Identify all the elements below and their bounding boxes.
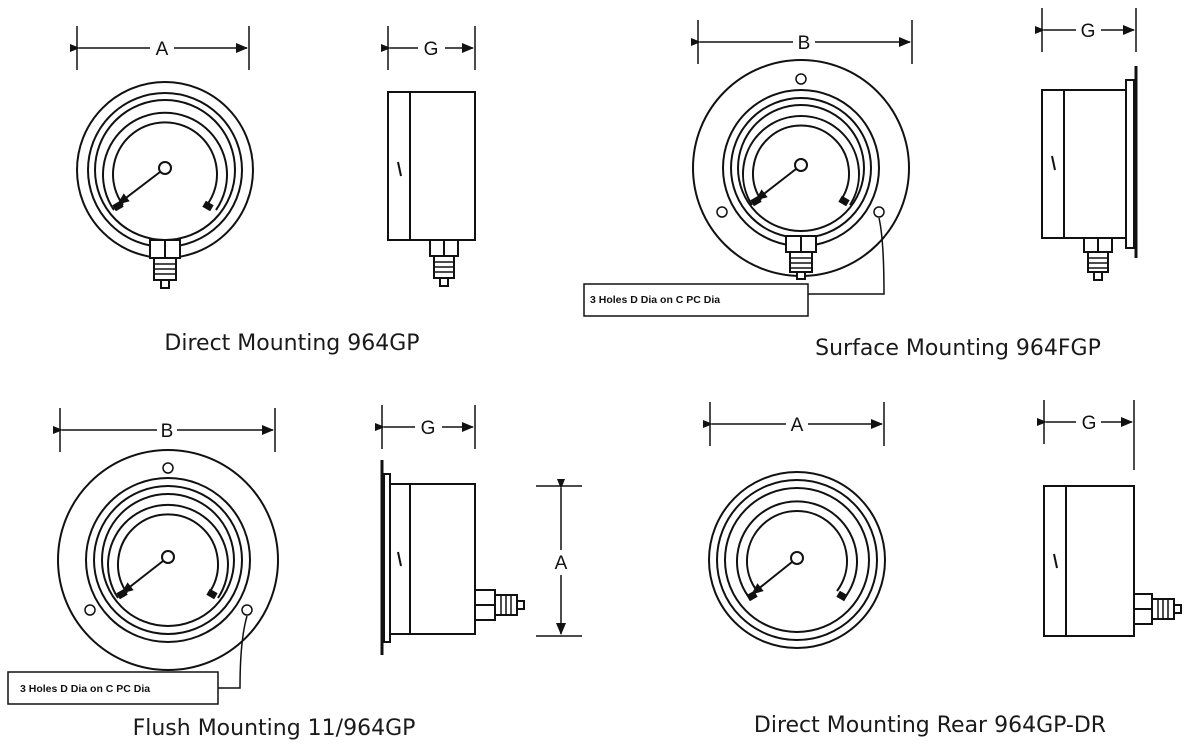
- holes-callout: 3 Holes D Dia on C PC Dia: [583, 217, 885, 317]
- gauge-side: G: [381, 26, 476, 287]
- gauge-front: [76, 81, 254, 259]
- caption-surface-mounting: Surface Mounting 964FGP: [815, 336, 1101, 361]
- holes-callout: 3 Holes D Dia on C PC Dia: [7, 615, 248, 705]
- dimension-a-front: A: [70, 26, 250, 70]
- svg-text:B: B: [798, 33, 811, 54]
- caption-flush-mounting: Flush Mounting 11/964GP: [133, 716, 416, 741]
- bottom-connector: [785, 235, 817, 280]
- gauge-front-flanged: [57, 449, 279, 671]
- gauge-front: [708, 471, 886, 649]
- svg-text:3 Holes D Dia on C PC Dia: 3 Holes D Dia on C PC Dia: [590, 294, 720, 306]
- dimension-a-front: A: [703, 402, 885, 446]
- svg-text:G: G: [421, 418, 436, 439]
- dimension-b-front: B: [53, 408, 276, 452]
- caption-direct-mounting: Direct Mounting 964GP: [164, 331, 419, 356]
- svg-text:A: A: [555, 553, 568, 574]
- direct-mounting-view: A G: [70, 26, 476, 356]
- mounting-hole: [795, 73, 807, 85]
- mounting-hole: [84, 604, 96, 616]
- mounting-hole: [716, 206, 728, 218]
- gauge-side-flanged: G: [375, 405, 525, 655]
- caption-rear-mounting: Direct Mounting Rear 964GP-DR: [754, 713, 1106, 738]
- mounting-hole: [162, 462, 174, 474]
- bottom-connector: [149, 239, 181, 289]
- svg-text:3 Holes D Dia on C PC Dia: 3 Holes D Dia on C PC Dia: [20, 683, 150, 695]
- gauge-side-rear: G: [1037, 400, 1182, 637]
- flush-mounting-view: B 3 Holes D Dia on C PC Dia: [7, 405, 582, 741]
- svg-text:B: B: [161, 421, 174, 442]
- gauge-front-flanged: [692, 59, 910, 277]
- gauge-side-flanged: G: [1035, 8, 1138, 281]
- svg-text:A: A: [791, 415, 804, 436]
- svg-text:G: G: [1081, 21, 1096, 42]
- mounting-hole: [241, 604, 253, 616]
- rear-mounting-view: A G: [703, 400, 1182, 738]
- mounting-hole: [873, 206, 885, 218]
- dimension-b-front: B: [691, 20, 913, 64]
- dimension-a-height: A: [536, 479, 582, 637]
- svg-text:G: G: [1082, 413, 1097, 434]
- surface-mounting-view: B 3 Holes: [583, 8, 1138, 361]
- svg-text:A: A: [156, 39, 169, 60]
- svg-text:G: G: [424, 39, 439, 60]
